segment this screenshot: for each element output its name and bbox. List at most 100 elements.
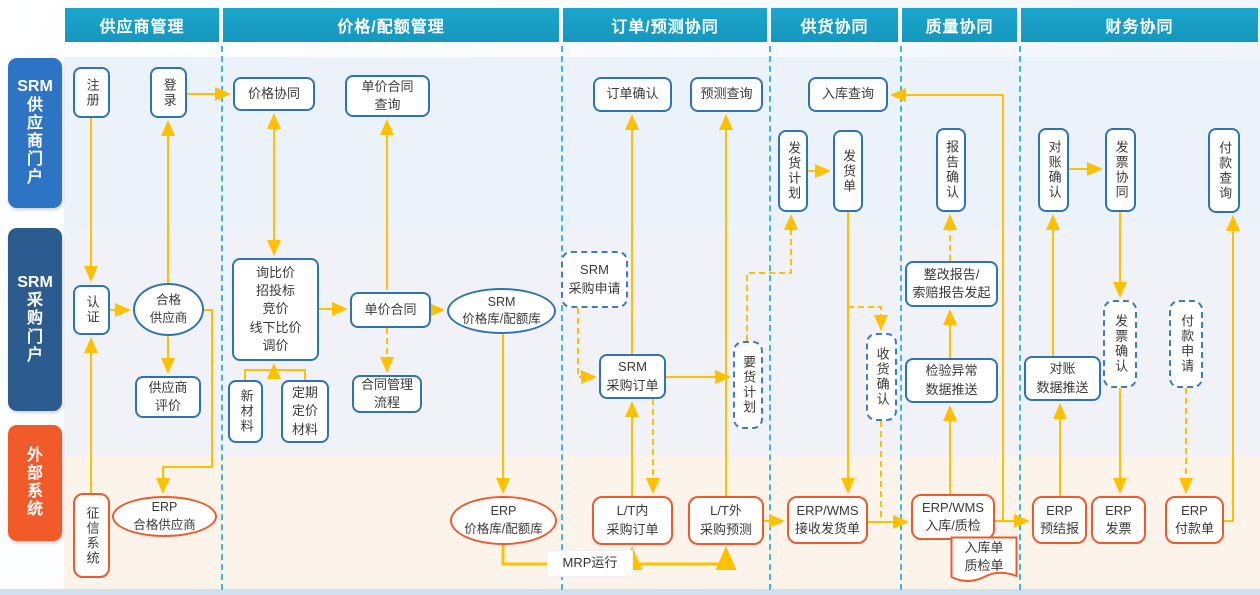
- header-label: 订单/预测协同: [611, 19, 719, 36]
- lane-label-external-systems: 外部系统: [8, 425, 62, 541]
- node-register: 注册: [73, 67, 110, 118]
- node-label: 数据推送: [1036, 379, 1089, 395]
- node-label: 招投标: [255, 283, 295, 299]
- column-separator: [221, 46, 223, 590]
- header-supply-collab: 供货协同: [771, 8, 898, 42]
- node-label: 新材料: [238, 389, 254, 434]
- node-label: 供应商: [149, 310, 188, 325]
- lane-label-line: SRM: [17, 78, 53, 96]
- node-label: 流程: [373, 395, 400, 410]
- column-separator: [1019, 46, 1021, 590]
- lane-label-line: 应: [26, 114, 43, 132]
- document-shape: [950, 536, 1018, 582]
- lane-label-line: 门: [26, 328, 43, 346]
- node-label: 收货确认: [874, 347, 890, 407]
- bottom-accent-strip: [0, 589, 1260, 595]
- lane-label-line: 供: [26, 96, 43, 114]
- node-label: 入库/质检: [925, 518, 981, 533]
- node-unit-contract: 单价合同: [350, 292, 431, 328]
- node-payment-query: 付款查询: [1208, 128, 1240, 213]
- node-label: ERP: [1181, 502, 1208, 518]
- node-credit-system: 征信系统: [73, 493, 110, 578]
- node-label: 征信系统: [84, 505, 100, 566]
- node-label: 单价合同: [364, 301, 417, 317]
- column-separator: [561, 46, 563, 590]
- node-label: 发票协同: [1113, 140, 1129, 200]
- node-delivery-plan: 发货计划: [778, 130, 808, 212]
- node-erp-qualified-supplier: ERP 合格供应商: [112, 496, 217, 537]
- node-label: SRM: [580, 262, 609, 278]
- node-goods-req-plan: 要货计划: [733, 341, 763, 429]
- node-label: 发票: [1105, 521, 1132, 536]
- node-lt-out-purchase-forecast: L/T外采购预测: [688, 496, 764, 545]
- node-new-material: 新材料: [228, 380, 263, 443]
- node-login: 登录: [150, 67, 187, 118]
- node-label: 采购预测: [699, 521, 752, 537]
- node-label: 付款查询: [1217, 140, 1233, 201]
- node-label: 采购申请: [568, 280, 621, 296]
- node-forecast-query: 预测查询: [690, 77, 763, 112]
- node-label: 要货计划: [741, 355, 757, 415]
- node-receipt-confirm: 收货确认: [866, 333, 897, 421]
- node-recon-data-push: 对账数据推送: [1024, 356, 1101, 401]
- node-label: 价格库/配额库: [462, 312, 541, 326]
- node-label: 评价: [154, 398, 181, 413]
- node-srm-purchase-request: SRM 采购申请: [561, 251, 628, 308]
- lane-label-line: 外: [26, 446, 43, 464]
- node-label: ERP: [1105, 502, 1132, 518]
- node-report-confirm: 报告确认: [936, 128, 966, 212]
- node-inbound-qc-doc: 入库单质检单: [950, 536, 1018, 586]
- node-label: 发货计划: [786, 141, 802, 201]
- node-inspection-abnormal-push: 检验异常数据推送: [905, 358, 998, 403]
- header-label: 供应商管理: [99, 19, 185, 36]
- node-label: 质检单: [964, 558, 1004, 573]
- header-finance-collab: 财务协同: [1021, 8, 1258, 42]
- header-order-forecast-collab: 订单/预测协同: [563, 8, 767, 42]
- node-srm-price-lib: SRM 价格库/配额库: [447, 288, 556, 334]
- header-label: 供货协同: [800, 19, 869, 36]
- node-label: 认证: [84, 295, 100, 325]
- lane-label-line: SRM: [17, 273, 53, 291]
- header-label: 财务协同: [1105, 19, 1174, 36]
- node-erp-payment-note: ERP 付款单: [1165, 496, 1224, 544]
- node-label: 入库单: [964, 539, 1004, 555]
- lane-label-line: 户: [26, 346, 43, 364]
- node-label: ERP: [151, 500, 178, 514]
- lane-label-line: 购: [26, 310, 43, 328]
- node-label: 单价合同: [361, 78, 414, 94]
- lane-label-line: 系: [26, 483, 43, 500]
- lane-label-line: 门: [26, 151, 43, 169]
- node-label: 发货单: [841, 148, 857, 194]
- node-label: 发票确认: [1113, 314, 1129, 374]
- node-label: 预测查询: [700, 86, 753, 102]
- node-label: ERP/WMS: [796, 502, 859, 518]
- node-label: 付款申请: [1179, 314, 1195, 374]
- node-label: SRM: [487, 294, 516, 309]
- node-label: 合格供应商: [133, 517, 196, 532]
- node-supplier-eval: 供应商评价: [135, 376, 201, 418]
- node-sourcing-methods: 询比价招投标竞价线下比价调价: [232, 258, 319, 361]
- node-label: 竞价: [262, 301, 289, 317]
- node-label: 报告确认: [944, 140, 960, 200]
- header-price-quota-mgmt: 价格/配额管理: [223, 8, 559, 42]
- node-label: L/T外: [710, 503, 742, 519]
- node-lt-in-purchase-order: L/T内采购订单: [592, 496, 673, 545]
- node-label: 查询: [374, 97, 401, 112]
- node-price-collab: 价格协同: [233, 77, 315, 111]
- node-label: 对账: [1049, 361, 1076, 377]
- node-label: 登录: [161, 77, 177, 108]
- header-label: 价格/配额管理: [337, 19, 445, 36]
- node-label: 询比价: [255, 265, 295, 281]
- node-label: 付款单: [1174, 521, 1214, 536]
- node-label: 对账确认: [1046, 140, 1062, 200]
- node-label: SRM: [618, 359, 647, 375]
- node-label: 价格库/配额库: [464, 521, 543, 536]
- node-label: 调价: [262, 337, 289, 353]
